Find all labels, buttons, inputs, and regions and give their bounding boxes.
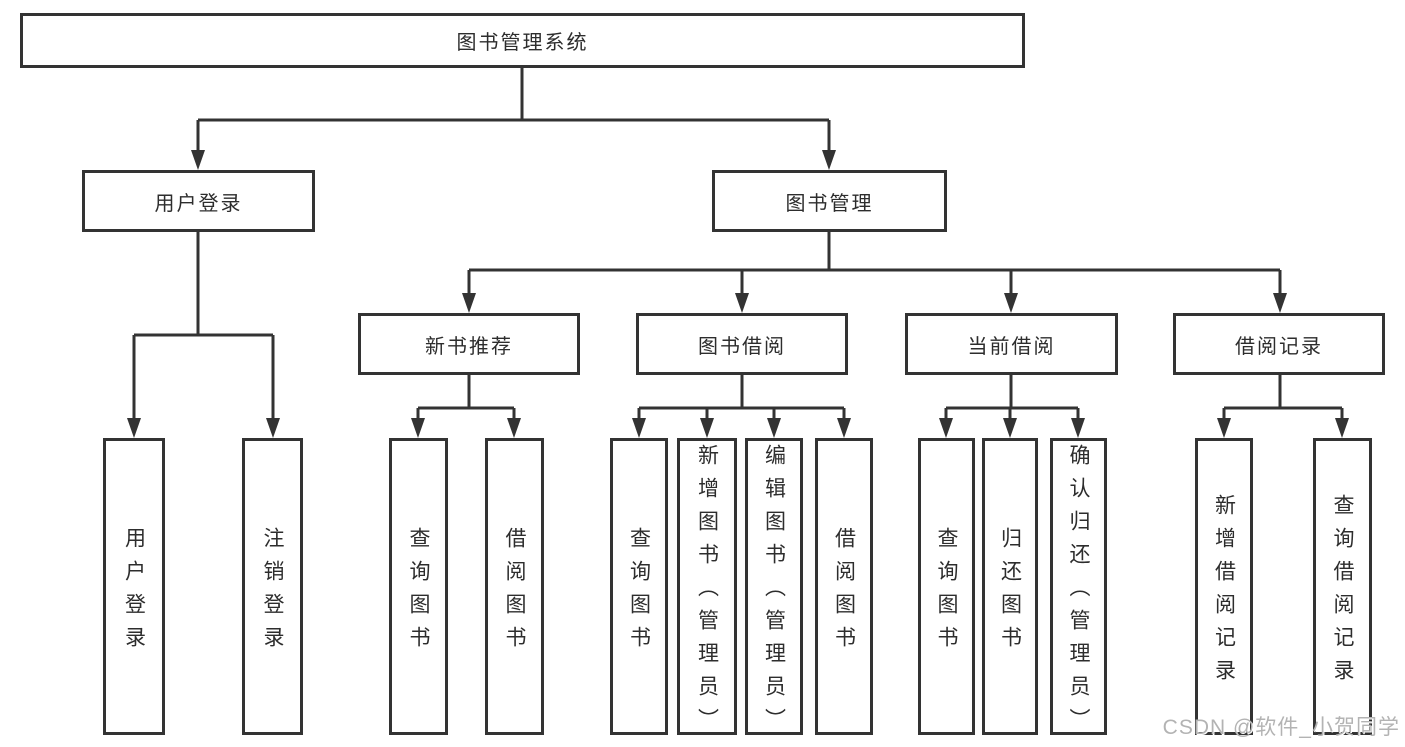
node-label: 当前借阅	[967, 335, 1056, 358]
node-current-borrow: 当前借阅	[905, 313, 1118, 375]
node-label: 查询图书	[935, 526, 958, 659]
node-label: 图书借阅	[698, 335, 786, 358]
node-label: 新增借阅记录	[1212, 493, 1236, 692]
node-label: 注销登录	[261, 526, 284, 659]
leaf-add-book-admin: 新增图书（管理员）	[677, 438, 737, 741]
node-label: 用户登录	[154, 192, 243, 215]
leaf-query-borrow-record: 查询借阅记录	[1313, 438, 1372, 735]
node-label: 编辑图书（管理员）	[762, 444, 786, 741]
leaf-borrow-book-2: 借阅图书	[815, 438, 873, 735]
node-borrow-record: 借阅记录	[1173, 313, 1385, 375]
leaf-query-book-3: 查询图书	[918, 438, 975, 735]
leaf-edit-book-admin: 编辑图书（管理员）	[745, 438, 803, 741]
node-label: 归还图书	[998, 526, 1022, 659]
leaf-logout: 注销登录	[242, 438, 303, 735]
node-label: 借阅图书	[503, 526, 526, 659]
leaf-confirm-return-admin: 确认归还（管理员）	[1050, 438, 1107, 741]
node-label: 借阅图书	[832, 526, 856, 659]
node-book-borrow: 图书借阅	[636, 313, 848, 375]
leaf-query-book-2: 查询图书	[610, 438, 668, 735]
node-user-login: 用户登录	[82, 170, 315, 232]
node-label: 查询图书	[407, 526, 430, 659]
leaf-query-book-1: 查询图书	[389, 438, 448, 735]
node-label: 查询图书	[627, 526, 651, 659]
node-label: 用户登录	[122, 526, 146, 659]
node-new-book-recommend: 新书推荐	[358, 313, 580, 375]
node-label: 确认归还（管理员）	[1067, 444, 1090, 741]
leaf-return-book: 归还图书	[982, 438, 1038, 735]
leaf-add-borrow-record: 新增借阅记录	[1195, 438, 1253, 735]
node-book-management: 图书管理	[712, 170, 947, 232]
node-label: 图书管理	[785, 192, 874, 215]
node-label: 查询借阅记录	[1331, 493, 1354, 692]
node-root-library-system: 图书管理系统	[20, 13, 1025, 68]
leaf-borrow-book-1: 借阅图书	[485, 438, 544, 735]
node-label: 图书管理系统	[456, 32, 589, 54]
watermark: CSDN @软件_小贺同学	[1162, 716, 1400, 739]
arrowhead-icons	[127, 150, 1349, 438]
node-label: 借阅记录	[1235, 335, 1323, 358]
node-label: 新增图书（管理员）	[695, 444, 719, 741]
leaf-user-login: 用户登录	[103, 438, 165, 735]
node-label: 新书推荐	[425, 335, 513, 358]
